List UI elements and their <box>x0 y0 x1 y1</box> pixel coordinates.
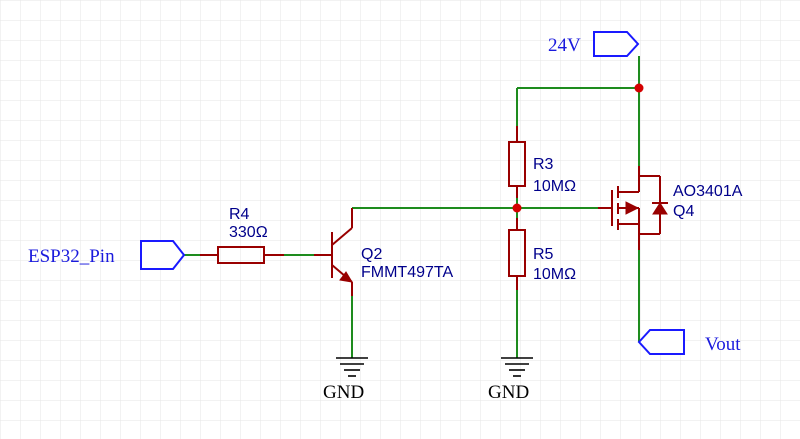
q2-value: FMMT497TA <box>361 264 453 281</box>
vcc-net-label: 24V <box>548 35 581 56</box>
output-port-flag[interactable] <box>637 329 685 355</box>
q4-designator: Q4 <box>673 203 694 220</box>
q2-designator: Q2 <box>361 246 382 263</box>
gnd-label-right: GND <box>488 382 529 403</box>
input-port-flag[interactable] <box>140 240 186 270</box>
resistor-r5[interactable] <box>508 218 526 290</box>
junction-gate <box>512 203 522 213</box>
r4-value: 330Ω <box>229 224 268 241</box>
resistor-r4[interactable] <box>200 246 284 264</box>
r3-value: 10MΩ <box>533 178 576 195</box>
gnd-label-left: GND <box>323 382 364 403</box>
transistor-q2[interactable] <box>314 208 353 296</box>
r5-value: 10MΩ <box>533 266 576 283</box>
ground-symbol-left <box>336 357 368 377</box>
ground-symbol-right <box>501 357 533 377</box>
r5-designator: R5 <box>533 246 554 263</box>
r3-designator: R3 <box>533 156 554 173</box>
mosfet-q4[interactable] <box>598 166 668 250</box>
resistor-r3[interactable] <box>508 126 526 198</box>
input-net-label: ESP32_Pin <box>28 246 115 267</box>
vcc-port-flag[interactable] <box>593 31 640 57</box>
output-net-label: Vout <box>705 334 741 355</box>
q4-value: AO3401A <box>673 183 743 200</box>
r4-designator: R4 <box>229 206 250 223</box>
junction-vcc <box>634 83 644 93</box>
